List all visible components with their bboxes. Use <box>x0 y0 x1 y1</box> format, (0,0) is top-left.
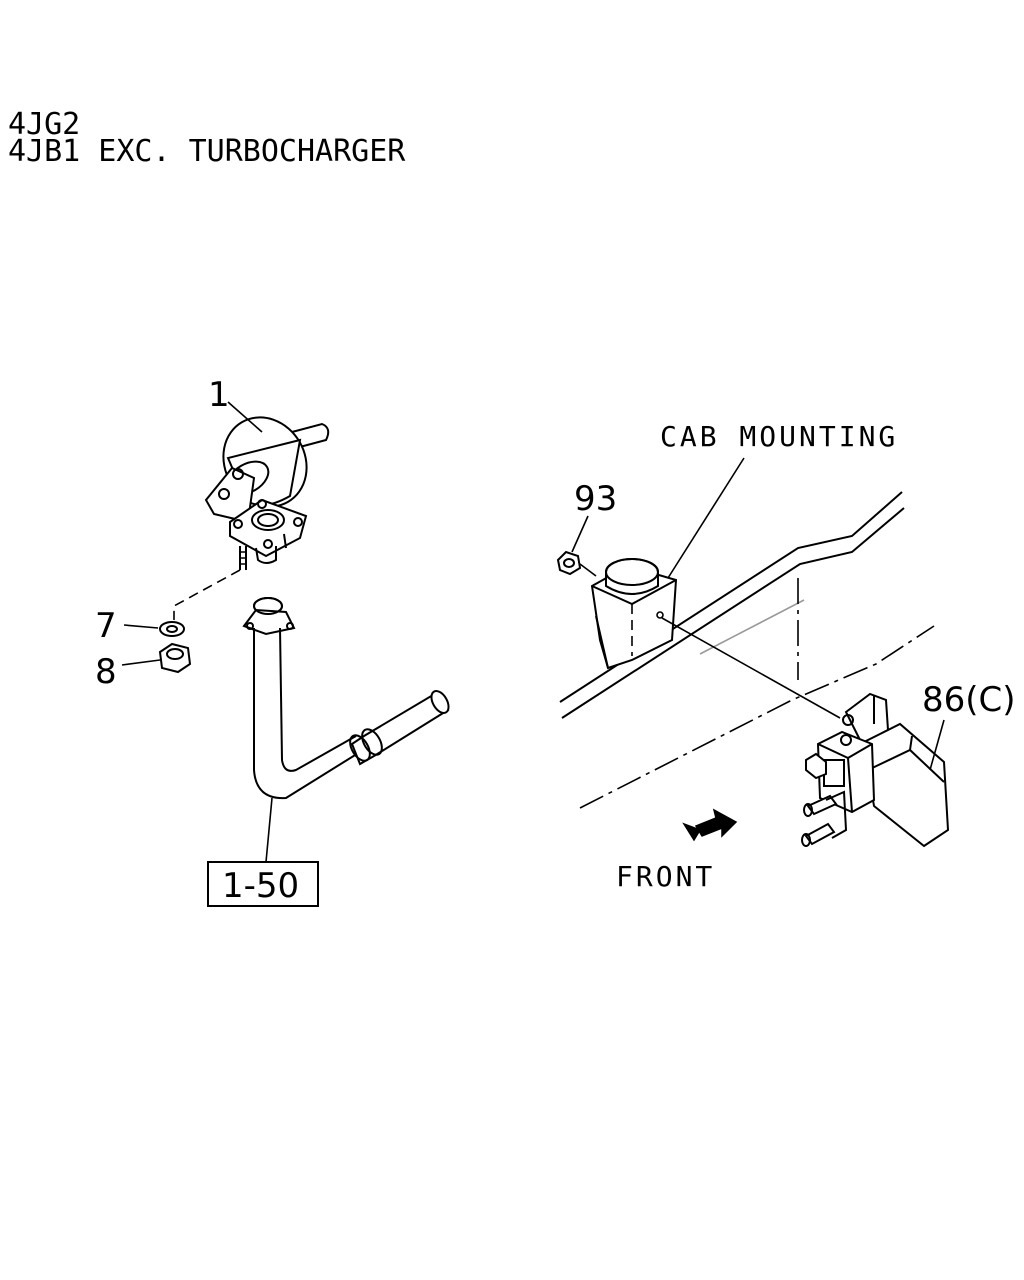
header-line-2: 4JB1 EXC. TURBOCHARGER <box>8 134 406 169</box>
callout-7: 7 <box>95 606 117 646</box>
washer-7 <box>159 621 185 637</box>
mount-guide-line <box>661 617 841 719</box>
leader-7 <box>123 624 159 629</box>
leader-8 <box>121 659 161 666</box>
canister-nozzle <box>291 422 330 449</box>
leader-86c <box>929 719 945 771</box>
callout-8: 8 <box>95 652 117 692</box>
vacuum-pipe <box>242 597 450 800</box>
callout-1: 1 <box>208 375 230 415</box>
stud-guide-line <box>173 569 241 620</box>
chassis-frame <box>559 491 935 809</box>
cab-mounting-block <box>590 558 678 670</box>
leader-93 <box>571 515 589 553</box>
callout-93: 93 <box>574 479 617 519</box>
leader-cab-mounting <box>667 457 745 579</box>
pipe-flange <box>242 608 296 636</box>
vacuum-switching-valve <box>801 692 950 848</box>
front-label: FRONT <box>616 860 715 893</box>
reference-box-label: 1-50 <box>222 866 299 906</box>
nut-93 <box>556 550 582 576</box>
vacuum-canister-assembly <box>204 416 330 570</box>
leader-1 <box>227 401 263 433</box>
front-arrow-icon <box>682 808 738 842</box>
canister-bracket <box>204 466 256 524</box>
reference-box <box>207 861 319 907</box>
leader-ref-box <box>265 797 273 863</box>
callout-86c: 86(C) <box>922 680 1016 720</box>
nut-8 <box>158 642 192 674</box>
cab-mounting-label: CAB MOUNTING <box>660 420 898 453</box>
header-line-1: 4JG2 <box>8 107 80 142</box>
